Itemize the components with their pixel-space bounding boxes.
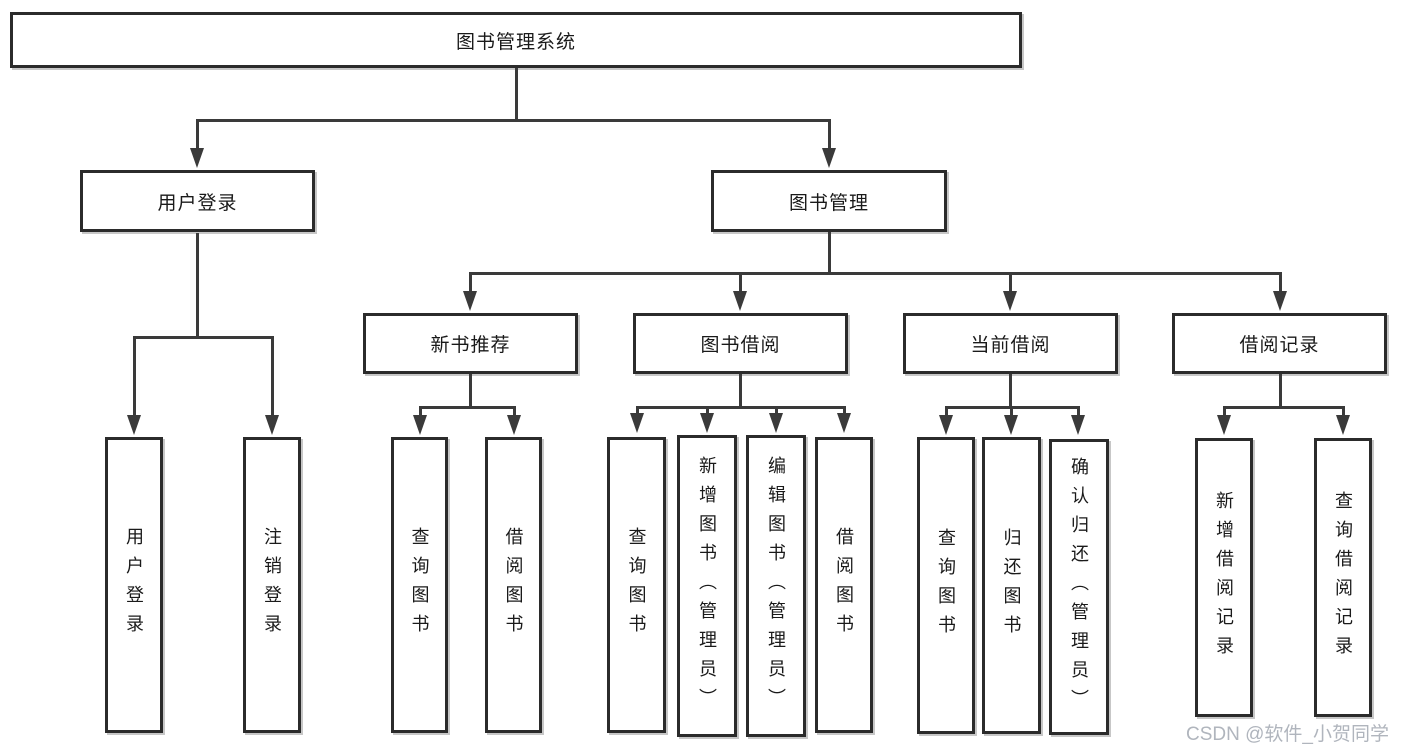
connector-line <box>739 272 742 293</box>
arrow-down-icon <box>265 415 279 435</box>
leaf-borrow-books-recommend-label: 借阅图书 <box>503 527 524 643</box>
arrow-down-icon <box>127 415 141 435</box>
arrow-down-icon <box>939 415 953 435</box>
leaf-query-books-current: 查询图书 <box>917 437 975 734</box>
leaf-query-books-recommend-label: 查询图书 <box>409 527 430 643</box>
leaf-logout-label: 注销登录 <box>262 527 282 643</box>
leaf-confirm-return-admin: 确认归还（管理员） <box>1049 439 1109 735</box>
leaf-query-books-borrow: 查询图书 <box>607 437 666 733</box>
leaf-borrow-books-recommend: 借阅图书 <box>485 437 542 733</box>
arrow-down-icon <box>190 148 204 168</box>
leaf-add-borrow-record-label: 新增借阅记录 <box>1214 490 1234 665</box>
connector-line <box>843 406 846 415</box>
connector-line <box>515 68 518 120</box>
arrow-down-icon <box>1217 415 1231 435</box>
arrow-down-icon <box>1003 291 1017 311</box>
leaf-query-books-current-label: 查询图书 <box>936 527 956 644</box>
connector-line <box>1279 272 1282 293</box>
node-user-login: 用户登录 <box>80 170 315 232</box>
leaf-return-book-label: 归还图书 <box>1001 527 1022 644</box>
connector-line <box>1009 374 1012 407</box>
connector-line <box>196 233 199 337</box>
connector-line <box>1223 406 1226 417</box>
node-book-borrow: 图书借阅 <box>633 313 848 374</box>
leaf-user-login-label: 用户登录 <box>124 527 144 643</box>
leaf-add-borrow-record: 新增借阅记录 <box>1195 438 1253 717</box>
node-book-management: 图书管理 <box>711 170 947 232</box>
arrow-down-icon <box>1004 415 1018 435</box>
connector-line <box>271 336 274 416</box>
leaf-edit-book-admin: 编辑图书（管理员） <box>746 435 806 737</box>
node-new-book-recommend-label: 新书推荐 <box>430 335 511 356</box>
connector-line <box>828 232 831 273</box>
connector-line <box>134 336 273 339</box>
leaf-logout: 注销登录 <box>243 437 301 733</box>
connector-line <box>636 406 639 415</box>
arrow-down-icon <box>700 413 714 433</box>
connector-line <box>945 406 948 417</box>
connector-line <box>419 406 422 417</box>
connector-line <box>946 406 1079 409</box>
arrow-down-icon <box>1336 415 1350 435</box>
arrow-down-icon <box>1071 415 1085 435</box>
leaf-query-books-recommend: 查询图书 <box>391 437 448 733</box>
connector-line <box>1009 272 1012 293</box>
leaf-query-books-borrow-label: 查询图书 <box>626 527 647 643</box>
leaf-add-book-admin-label: 新增图书（管理员） <box>697 455 717 717</box>
connector-line <box>469 272 472 293</box>
leaf-add-book-admin: 新增图书（管理员） <box>677 435 737 737</box>
connector-line <box>1010 406 1013 417</box>
node-borrow-records-label: 借阅记录 <box>1239 335 1320 356</box>
leaf-borrow-books: 借阅图书 <box>815 437 873 733</box>
connector-line <box>196 119 199 151</box>
node-book-management-label: 图书管理 <box>788 192 869 214</box>
leaf-confirm-return-admin-label: 确认归还（管理员） <box>1069 456 1089 718</box>
leaf-user-login: 用户登录 <box>105 437 163 733</box>
node-new-book-recommend: 新书推荐 <box>363 313 578 374</box>
leaf-edit-book-admin-label: 编辑图书（管理员） <box>766 455 786 717</box>
node-user-login-label: 用户登录 <box>157 192 238 214</box>
node-book-borrow-label: 图书借阅 <box>700 335 781 356</box>
arrow-down-icon <box>463 291 477 311</box>
arrow-down-icon <box>507 415 521 435</box>
connector-line <box>1224 406 1344 409</box>
connector-line <box>197 119 830 122</box>
connector-line <box>1342 406 1345 417</box>
node-current-borrow-label: 当前借阅 <box>970 335 1051 356</box>
node-borrow-records: 借阅记录 <box>1172 313 1387 374</box>
arrow-down-icon <box>769 413 783 433</box>
arrow-down-icon <box>630 413 644 433</box>
node-root: 图书管理系统 <box>10 12 1022 68</box>
connector-line <box>739 374 742 407</box>
arrow-down-icon <box>822 148 836 168</box>
csdn-watermark: CSDN @软件_小贺同学 <box>1186 724 1389 745</box>
arrow-down-icon <box>837 413 851 433</box>
leaf-borrow-books-label: 借阅图书 <box>834 527 854 643</box>
connector-line <box>775 406 778 415</box>
arrow-down-icon <box>733 291 747 311</box>
connector-line <box>420 406 515 409</box>
connector-line <box>470 272 1281 275</box>
connector-line <box>1279 374 1282 407</box>
arrow-down-icon <box>413 415 427 435</box>
connector-line <box>1077 406 1080 417</box>
leaf-query-borrow-record: 查询借阅记录 <box>1314 438 1372 717</box>
leaf-return-book: 归还图书 <box>982 437 1041 734</box>
connector-line <box>637 406 845 409</box>
connector-line <box>706 406 709 415</box>
arrow-down-icon <box>1273 291 1287 311</box>
connector-line <box>133 336 136 416</box>
leaf-query-borrow-record-label: 查询借阅记录 <box>1333 490 1353 665</box>
node-root-label: 图书管理系统 <box>455 31 576 53</box>
node-current-borrow: 当前借阅 <box>903 313 1118 374</box>
connector-line <box>513 406 516 417</box>
connector-line <box>828 119 831 151</box>
connector-line <box>469 374 472 407</box>
